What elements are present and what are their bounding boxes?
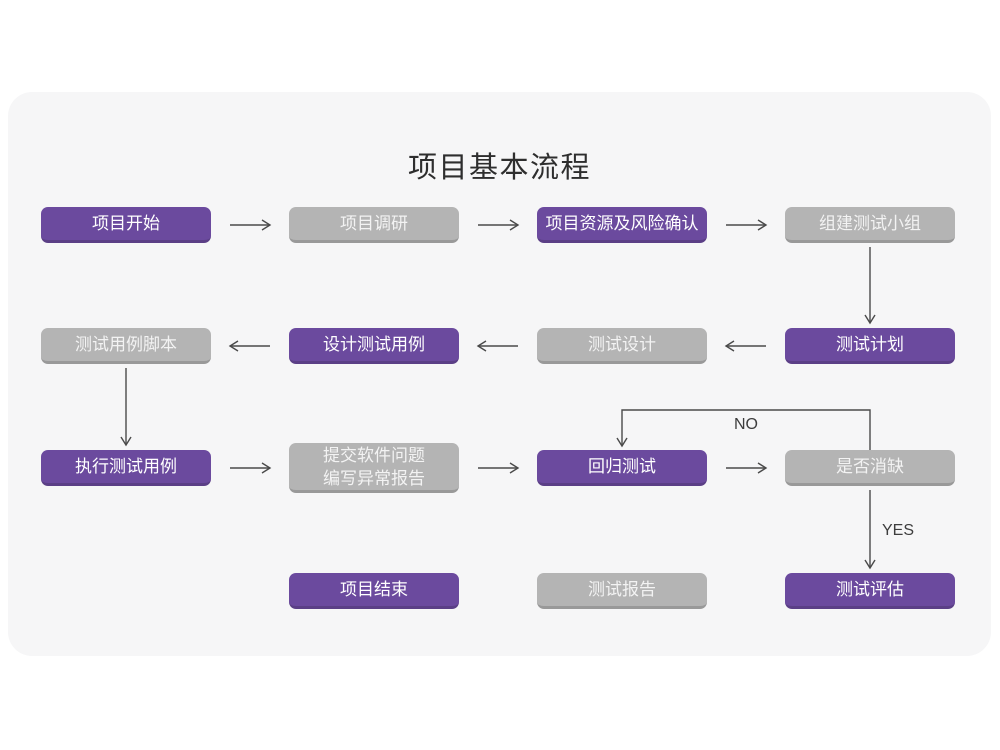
node-label: 项目开始 (92, 214, 160, 233)
flow-node-regress: 回归测试 (537, 450, 707, 486)
flow-node-team: 组建测试小组 (785, 207, 955, 243)
flow-node-plan: 测试计划 (785, 328, 955, 364)
flow-node-report: 测试报告 (537, 573, 707, 609)
node-label: 测试设计 (588, 335, 656, 354)
flow-node-evaluate: 测试评估 (785, 573, 955, 609)
flow-node-research: 项目调研 (289, 207, 459, 243)
diagram-title: 项目基本流程 (407, 152, 591, 184)
node-label: 测试计划 (836, 335, 904, 354)
flow-node-design: 测试设计 (537, 328, 707, 364)
node-label: 组建测试小组 (819, 214, 921, 233)
node-label: 测试报告 (588, 580, 656, 599)
flow-node-cases: 设计测试用例 (289, 328, 459, 364)
flow-node-risk: 项目资源及风险确认 (537, 207, 707, 243)
node-label: 是否消缺 (836, 457, 904, 476)
node-label: 提交软件问题 (323, 445, 425, 465)
node-label: 回归测试 (588, 457, 656, 476)
node-label: 项目调研 (340, 214, 408, 233)
flow-node-script: 测试用例脚本 (41, 328, 211, 364)
flowchart-card: 项目基本流程 (8, 92, 991, 656)
flow-node-start: 项目开始 (41, 207, 211, 243)
flow-node-submit: 提交软件问题编写异常报告 (289, 443, 459, 493)
flow-node-execute: 执行测试用例 (41, 450, 211, 486)
node-label: 测试用例脚本 (75, 335, 177, 354)
flow-node-defect: 是否消缺 (785, 450, 955, 486)
node-label: 项目资源及风险确认 (545, 214, 699, 233)
flow-node-end: 项目结束 (289, 573, 459, 609)
node-label: 编写异常报告 (323, 468, 425, 488)
node-label: 测试评估 (836, 580, 904, 599)
node-label: 项目结束 (340, 580, 408, 599)
node-label: 设计测试用例 (323, 335, 425, 354)
node-label: 执行测试用例 (75, 457, 177, 476)
